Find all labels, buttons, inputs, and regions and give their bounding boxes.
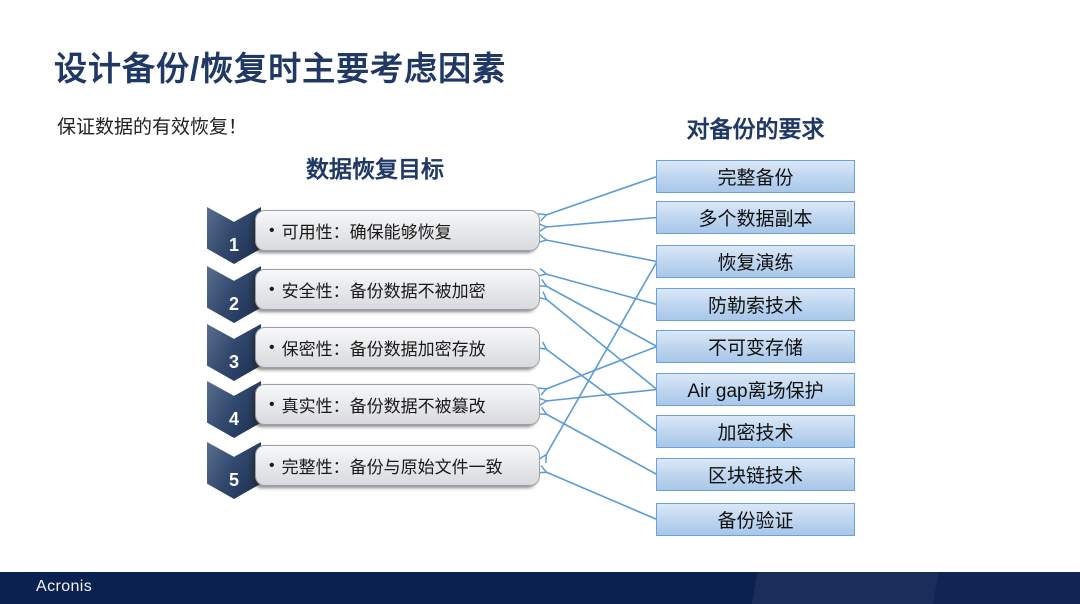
goal-label: 安全性：备份数据不被加密 xyxy=(281,282,486,301)
requirement-box: 完整备份 xyxy=(656,160,855,193)
goal-label: 真实性：备份数据不被篡改 xyxy=(281,397,486,416)
chevron-down-icon: 4 xyxy=(207,381,261,438)
goal-label: 保密性：备份数据加密存放 xyxy=(281,340,486,359)
requirement-box: Air gap离场保护 xyxy=(656,373,855,406)
goal-label: 完整性：备份与原始文件一致 xyxy=(281,458,503,477)
goal-row: 1 • 可用性：确保能够恢复 xyxy=(207,207,542,267)
requirement-box: 备份验证 xyxy=(656,503,855,536)
goal-box: • 完整性：备份与原始文件一致 xyxy=(255,445,540,486)
goal-box: • 安全性：备份数据不被加密 xyxy=(255,269,540,310)
goal-number: 3 xyxy=(228,352,239,372)
chevron-down-icon: 3 xyxy=(207,324,261,381)
requirement-box: 不可变存储 xyxy=(656,330,855,363)
goal-row: 4 • 真实性：备份数据不被篡改 xyxy=(207,381,542,441)
requirement-box: 区块链技术 xyxy=(656,458,855,491)
requirement-box: 多个数据副本 xyxy=(656,201,855,234)
bullet-icon: • xyxy=(269,456,275,474)
goal-box: • 真实性：备份数据不被篡改 xyxy=(255,384,540,425)
chevron-down-icon: 5 xyxy=(207,442,261,499)
acronis-logo: Acronis xyxy=(36,578,93,595)
goals-heading: 数据恢复目标 xyxy=(306,156,444,182)
page-title: 设计备份/恢复时主要考虑因素 xyxy=(54,50,507,87)
goal-box: • 保密性：备份数据加密存放 xyxy=(255,327,540,368)
chevron-down-icon: 2 xyxy=(207,266,261,323)
goal-row: 5 • 完整性：备份与原始文件一致 xyxy=(207,442,542,502)
requirements-heading: 对备份的要求 xyxy=(686,116,825,142)
bullet-icon: • xyxy=(269,280,275,298)
goal-number: 1 xyxy=(228,235,239,255)
goal-number: 2 xyxy=(228,294,239,314)
chevron-down-icon: 1 xyxy=(207,207,261,264)
goal-number: 5 xyxy=(228,470,239,490)
requirement-box: 加密技术 xyxy=(656,415,855,448)
goal-box: • 可用性：确保能够恢复 xyxy=(255,210,540,251)
footer-bar: Acronis xyxy=(0,572,1080,604)
requirement-box: 防勒索技术 xyxy=(656,288,855,321)
goal-row: 3 • 保密性：备份数据加密存放 xyxy=(207,324,542,384)
bullet-icon: • xyxy=(269,338,275,356)
goal-row: 2 • 安全性：备份数据不被加密 xyxy=(207,266,542,326)
bullet-icon: • xyxy=(269,395,275,413)
requirement-box: 恢复演练 xyxy=(656,245,855,278)
goal-number: 4 xyxy=(228,409,239,429)
goal-label: 可用性：确保能够恢复 xyxy=(281,223,452,242)
bullet-icon: • xyxy=(269,221,275,239)
slide-subtitle: 保证数据的有效恢复！ xyxy=(57,117,248,138)
